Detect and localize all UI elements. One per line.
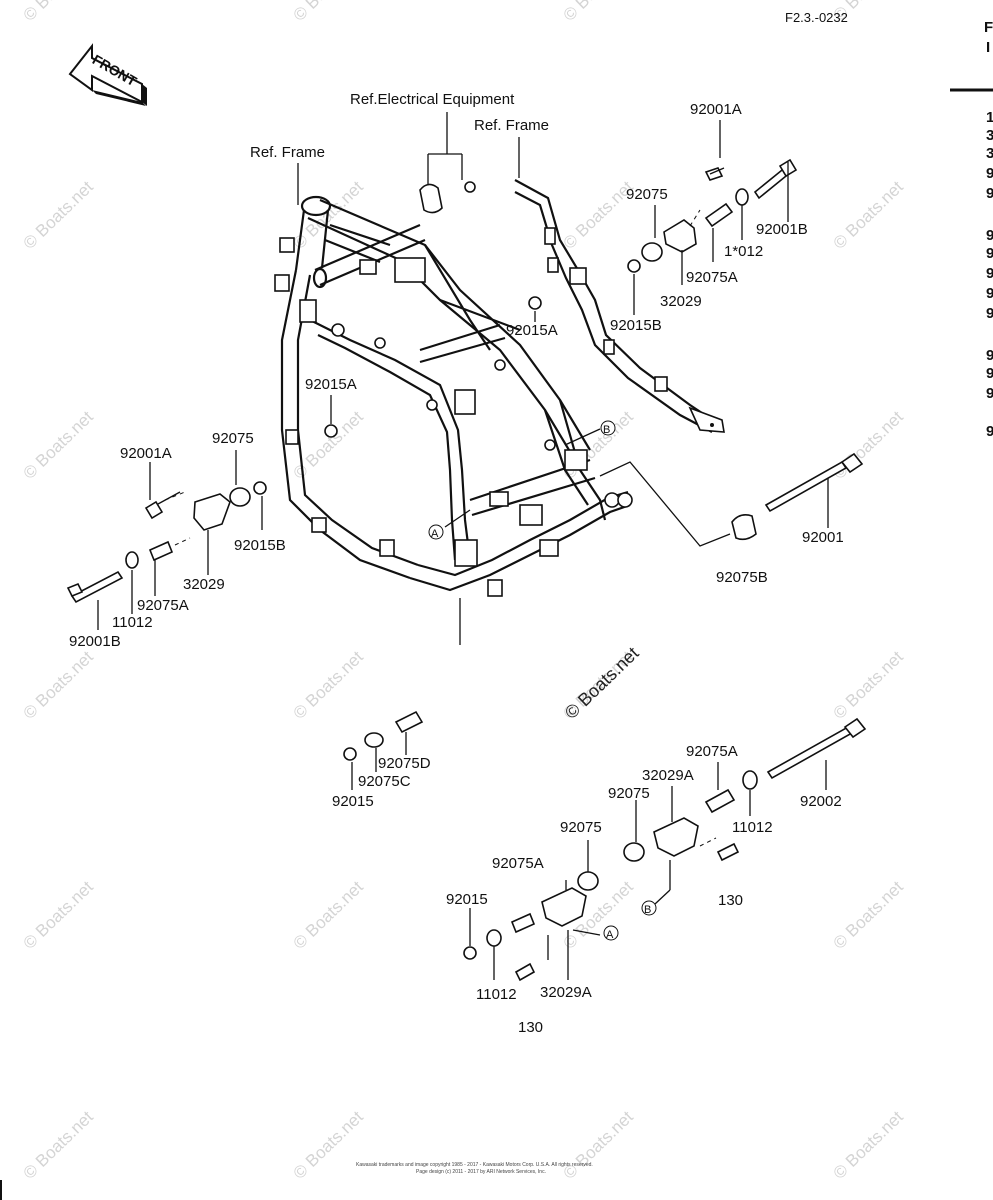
watermark-tile: © Boats.net (290, 1107, 367, 1183)
edge-digit: 1 (986, 109, 993, 126)
edge-digit: 9 (986, 385, 993, 402)
part-label: 92001 (802, 529, 844, 546)
part-label: 130 (718, 892, 743, 909)
callout-A2-text: A (606, 929, 614, 941)
part-label: 92075 (212, 430, 254, 447)
edge-digit: 9 (986, 265, 993, 282)
ref-frame-right: Ref. Frame (474, 117, 549, 134)
ref-electrical-equipment: Ref.Electrical Equipment (350, 91, 515, 108)
watermark-tile: © Boats.net (560, 0, 637, 25)
main-frame (274, 195, 633, 597)
watermark-tile: © Boats.net (20, 0, 97, 25)
part-label: 92075A (492, 855, 544, 872)
callout-A2: A (603, 925, 619, 941)
part-label: 11012 (476, 986, 517, 1003)
long-bolt-92001 (731, 452, 864, 541)
part-label: 92001B (69, 633, 121, 650)
callout-B2: B (641, 900, 657, 916)
mount-left (66, 424, 338, 604)
mount-bottom (463, 871, 599, 982)
part-label: 92015B (610, 317, 662, 334)
part-label: 92001A (120, 445, 172, 462)
part-label: 11012 (112, 614, 153, 631)
mount-lower-right (623, 717, 867, 862)
callout-B1: B (600, 420, 616, 436)
part-label: 92075C (358, 773, 411, 790)
part-label: 92015 (446, 891, 488, 908)
part-label: 92075 (608, 785, 650, 802)
edge-char-1: F (984, 19, 993, 36)
part-label: 92075 (560, 819, 602, 836)
part-label: 32029 (183, 576, 225, 593)
callout-A1-text: A (431, 528, 439, 540)
watermark-tile: © Boats.net (290, 647, 367, 723)
callout-A1: A (428, 524, 444, 540)
part-label: 92075D (378, 755, 431, 772)
footer-line-2: Page design (c) 2011 - 2017 by ARI Netwo… (416, 1169, 546, 1175)
edge-digit: 9 (986, 285, 993, 302)
edge-digit: 9 (986, 305, 993, 322)
part-label: 92001A (690, 101, 742, 118)
callout-B2-text: B (644, 904, 651, 916)
part-label: 92075A (686, 269, 738, 286)
mount-upper-right (528, 158, 798, 310)
center-watermark: © Boats.net (561, 643, 643, 723)
part-label: 32029A (642, 767, 694, 784)
part-label: 92015B (234, 537, 286, 554)
part-label: 11012 (732, 819, 773, 836)
watermark-tile: © Boats.net (20, 1107, 97, 1183)
part-label: 92075B (716, 569, 768, 586)
part-labels: 92001A 92075 92001B 1*012 92075A 32029 9… (69, 101, 844, 1036)
part-label: 92015A (305, 376, 357, 393)
edge-digit: 9 (986, 245, 993, 262)
part-label: 92075A (137, 597, 189, 614)
edge-digit: 3 (986, 127, 993, 144)
watermark-tile: © Boats.net (830, 1107, 907, 1183)
electrical-clamp (419, 181, 476, 214)
footer-line-1: Kawasaki trademarks and image copyright … (356, 1162, 593, 1168)
edge-digit: 9 (986, 165, 993, 182)
callout-B1-text: B (603, 424, 610, 436)
front-arrow-icon: FRONT (68, 43, 147, 106)
edge-digit: 9 (986, 347, 993, 364)
watermark-tile: © Boats.net (830, 177, 907, 253)
ref-frame-left: Ref. Frame (250, 144, 325, 161)
diagram-ref-code: F2.3.-0232 (785, 10, 848, 25)
part-label: 92015 (332, 793, 374, 810)
watermark-tile: © Boats.net (20, 647, 97, 723)
center-mount-parts (343, 710, 424, 761)
edge-digit: 9 (986, 227, 993, 244)
leader-lines (97, 120, 829, 980)
edge-digit: 9 (986, 423, 993, 440)
watermark-tile: © Boats.net (20, 407, 97, 483)
watermark-tile: © Boats.net (830, 647, 907, 723)
part-label: 32029 (660, 293, 702, 310)
watermark-tile: © Boats.net (290, 407, 367, 483)
edge-digit: 3 (986, 145, 993, 162)
part-label: 92001B (756, 221, 808, 238)
watermark-tile: © Boats.net (20, 177, 97, 253)
edge-digit: 9 (986, 365, 993, 382)
part-label: 92075 (626, 186, 668, 203)
part-label: 1*012 (724, 243, 763, 260)
part-label: 92015A (506, 322, 558, 339)
part-label: 32029A (540, 984, 592, 1001)
part-label: 92075A (686, 743, 738, 760)
watermark-tile: © Boats.net (20, 877, 97, 953)
edge-digit: 9 (986, 185, 993, 202)
part-label: 130 (518, 1019, 543, 1036)
watermark-tile: © Boats.net (830, 877, 907, 953)
part-label: 92002 (800, 793, 842, 810)
watermark-tile: © Boats.net (560, 1107, 637, 1183)
watermark-tile: © Boats.net (290, 877, 367, 953)
watermark-tile: © Boats.net (290, 0, 367, 25)
rear-subframe (514, 179, 725, 433)
edge-char-2: I (986, 39, 990, 56)
